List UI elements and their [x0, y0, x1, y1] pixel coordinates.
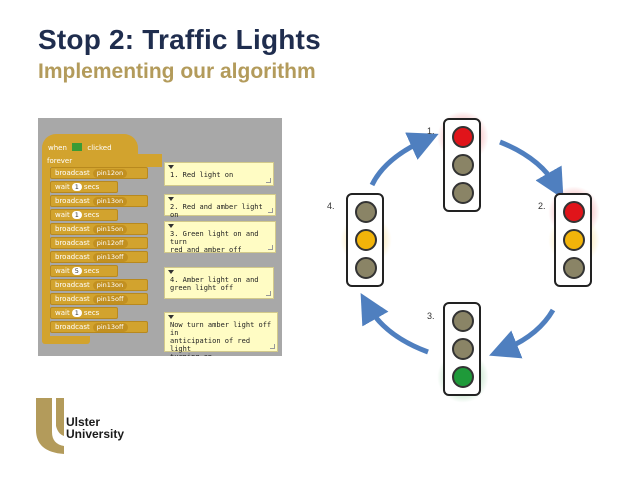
green-lamp-icon — [452, 182, 474, 204]
block-message-dropdown[interactable]: pin13off — [92, 323, 128, 332]
slide-title: Stop 2: Traffic Lights — [38, 24, 321, 55]
block-suffix: secs — [83, 267, 100, 275]
red-lamp-icon — [355, 201, 377, 223]
comment-line: 4. Amber light on and — [170, 276, 259, 284]
block-number-input[interactable]: 5 — [71, 267, 82, 275]
block-message-dropdown[interactable]: pin13off — [92, 253, 128, 262]
block-command: broadcast — [55, 323, 90, 331]
scratch-comment-1[interactable]: 1. Red light on — [164, 162, 274, 186]
red-lamp-icon — [452, 126, 474, 148]
light-label-4: 4. — [327, 201, 335, 211]
block-message-dropdown[interactable]: pin13on — [92, 197, 128, 206]
red-lamp-icon — [563, 201, 585, 223]
traffic-light-1 — [443, 118, 481, 212]
block-message-dropdown[interactable]: pin12off — [92, 239, 128, 248]
amber-lamp-icon — [452, 154, 474, 176]
comment-line: Now turn amber light off in — [170, 321, 272, 337]
block-suffix: secs — [83, 309, 100, 317]
light-label-2: 2. — [538, 201, 546, 211]
block-command: broadcast — [55, 169, 90, 177]
comment-line: anticipation of red light — [170, 337, 251, 353]
slide-subtitle: Implementing our algorithm — [38, 60, 316, 83]
block-number-input[interactable]: 1 — [71, 211, 82, 219]
block-command: wait — [55, 309, 70, 317]
amber-lamp-icon — [355, 229, 377, 251]
block-command: wait — [55, 183, 70, 191]
comment-line: 1. Red light on — [170, 171, 234, 179]
light-label-3: 3. — [427, 311, 435, 321]
block-command: wait — [55, 211, 70, 219]
comment-line: green light off — [170, 284, 234, 292]
block-message-dropdown[interactable]: pin15off — [92, 295, 128, 304]
block-command: broadcast — [55, 295, 90, 303]
forever-block-side — [42, 167, 50, 336]
scratch-comment-2[interactable]: 2. Red and amber light on — [164, 194, 276, 219]
arrow-3-to-4 — [360, 292, 429, 355]
block-message-dropdown[interactable]: pin12on — [92, 169, 128, 178]
block-command: broadcast — [55, 253, 90, 261]
ulster-university-logo-icon — [36, 398, 64, 454]
amber-lamp-icon — [563, 229, 585, 251]
logo-wordmark: Ulster University — [66, 416, 124, 440]
block-command: broadcast — [55, 281, 90, 289]
hat-label-when: when — [48, 144, 67, 152]
comment-line: turning on — [170, 353, 273, 356]
green-lamp-icon — [563, 257, 585, 279]
block-command: broadcast — [55, 239, 90, 247]
block-command: broadcast — [55, 225, 90, 233]
hat-label-clicked: clicked — [87, 144, 112, 152]
green-lamp-icon — [452, 366, 474, 388]
amber-lamp-icon — [452, 338, 474, 360]
comment-line: 2. Red and amber light on — [170, 203, 263, 219]
block-message-dropdown[interactable]: pin13on — [92, 281, 128, 290]
logo-line-2: University — [66, 427, 125, 441]
arrow-1-to-2 — [499, 139, 564, 200]
traffic-light-3 — [443, 302, 481, 396]
light-label-1: 1. — [427, 126, 435, 136]
traffic-light-4 — [346, 193, 384, 287]
forever-label: forever — [47, 157, 73, 165]
arrow-4-to-1 — [369, 132, 439, 187]
block-suffix: secs — [83, 211, 100, 219]
block-suffix: secs — [83, 183, 100, 191]
green-flag-icon — [72, 143, 83, 151]
comment-line: red and amber off — [170, 246, 242, 254]
forever-block[interactable]: forever — [42, 154, 162, 167]
forever-block-bottom — [42, 336, 90, 344]
comment-line: 3. Green light on and turn — [170, 230, 259, 246]
green-lamp-icon — [355, 257, 377, 279]
block-number-input[interactable]: 1 — [71, 309, 82, 317]
red-lamp-icon — [452, 310, 474, 332]
block-message-dropdown[interactable]: pin15on — [92, 225, 128, 234]
block-command: wait — [55, 267, 70, 275]
logo-line-1: Ulster — [66, 415, 101, 429]
block-number-input[interactable]: 1 — [71, 183, 82, 191]
block-command: broadcast — [55, 197, 90, 205]
traffic-light-2 — [554, 193, 592, 287]
arrow-2-to-3 — [489, 308, 556, 359]
